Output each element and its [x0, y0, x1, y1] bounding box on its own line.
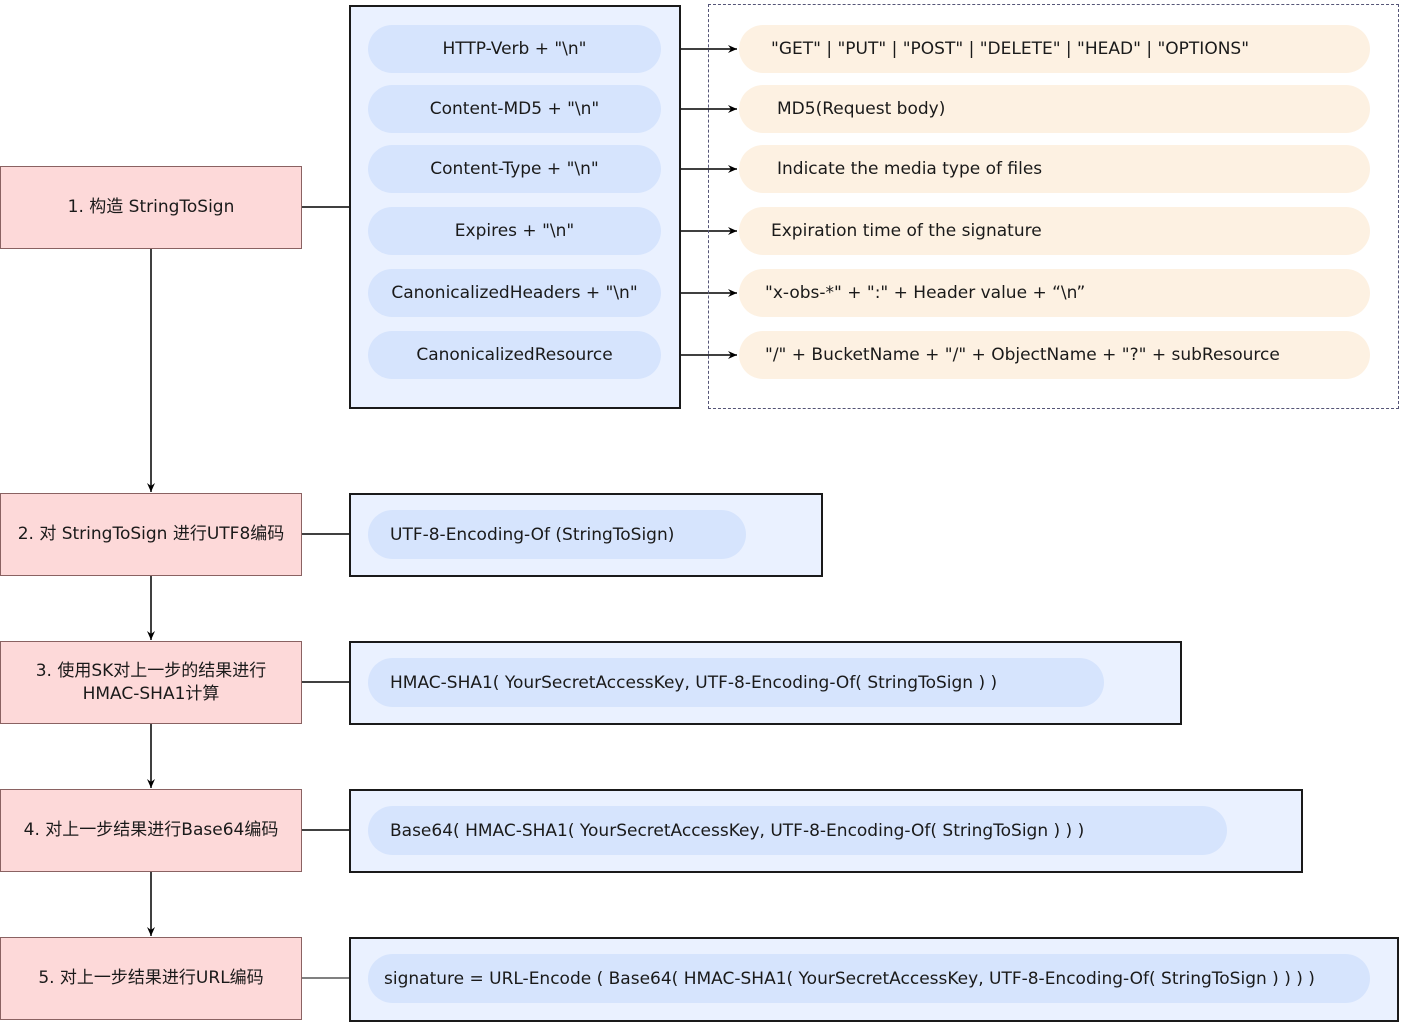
utf8-encoding-formula: UTF-8-Encoding-Of (StringToSign)	[368, 510, 746, 559]
component-content-type: Content-Type + "\n"	[368, 145, 661, 193]
component-canonicalized-headers: CanonicalizedHeaders + "\n"	[368, 269, 661, 317]
descriptions-group	[708, 4, 1399, 409]
base64-formula: Base64( HMAC-SHA1( YourSecretAccessKey, …	[368, 806, 1227, 855]
step-1-box: 1. 构造 StringToSign	[0, 166, 302, 249]
step-2-box: 2. 对 StringToSign 进行UTF8编码	[0, 493, 302, 576]
description-canonicalized-resource: "/" + BucketName + "/" + ObjectName + "?…	[739, 331, 1370, 379]
step-4-box: 4. 对上一步结果进行Base64编码	[0, 789, 302, 872]
component-canonicalized-resource: CanonicalizedResource	[368, 331, 661, 379]
component-content-md5: Content-MD5 + "\n"	[368, 85, 661, 133]
step-5-box: 5. 对上一步结果进行URL编码	[0, 937, 302, 1020]
description-http-verb: "GET" | "PUT" | "POST" | "DELETE" | "HEA…	[739, 25, 1370, 73]
component-http-verb: HTTP-Verb + "\n"	[368, 25, 661, 73]
description-content-type: Indicate the media type of files	[739, 145, 1370, 193]
component-expires: Expires + "\n"	[368, 207, 661, 255]
hmac-sha1-formula: HMAC-SHA1( YourSecretAccessKey, UTF-8-En…	[368, 658, 1104, 707]
description-canonicalized-headers: "x-obs-*" + ":" + Header value + “\n”	[739, 269, 1370, 317]
step-3-box: 3. 使用SK对上一步的结果进行 HMAC-SHA1计算	[0, 641, 302, 724]
description-content-md5: MD5(Request body)	[739, 85, 1370, 133]
description-expires: Expiration time of the signature	[739, 207, 1370, 255]
url-encode-formula: signature = URL-Encode ( Base64( HMAC-SH…	[368, 954, 1370, 1003]
